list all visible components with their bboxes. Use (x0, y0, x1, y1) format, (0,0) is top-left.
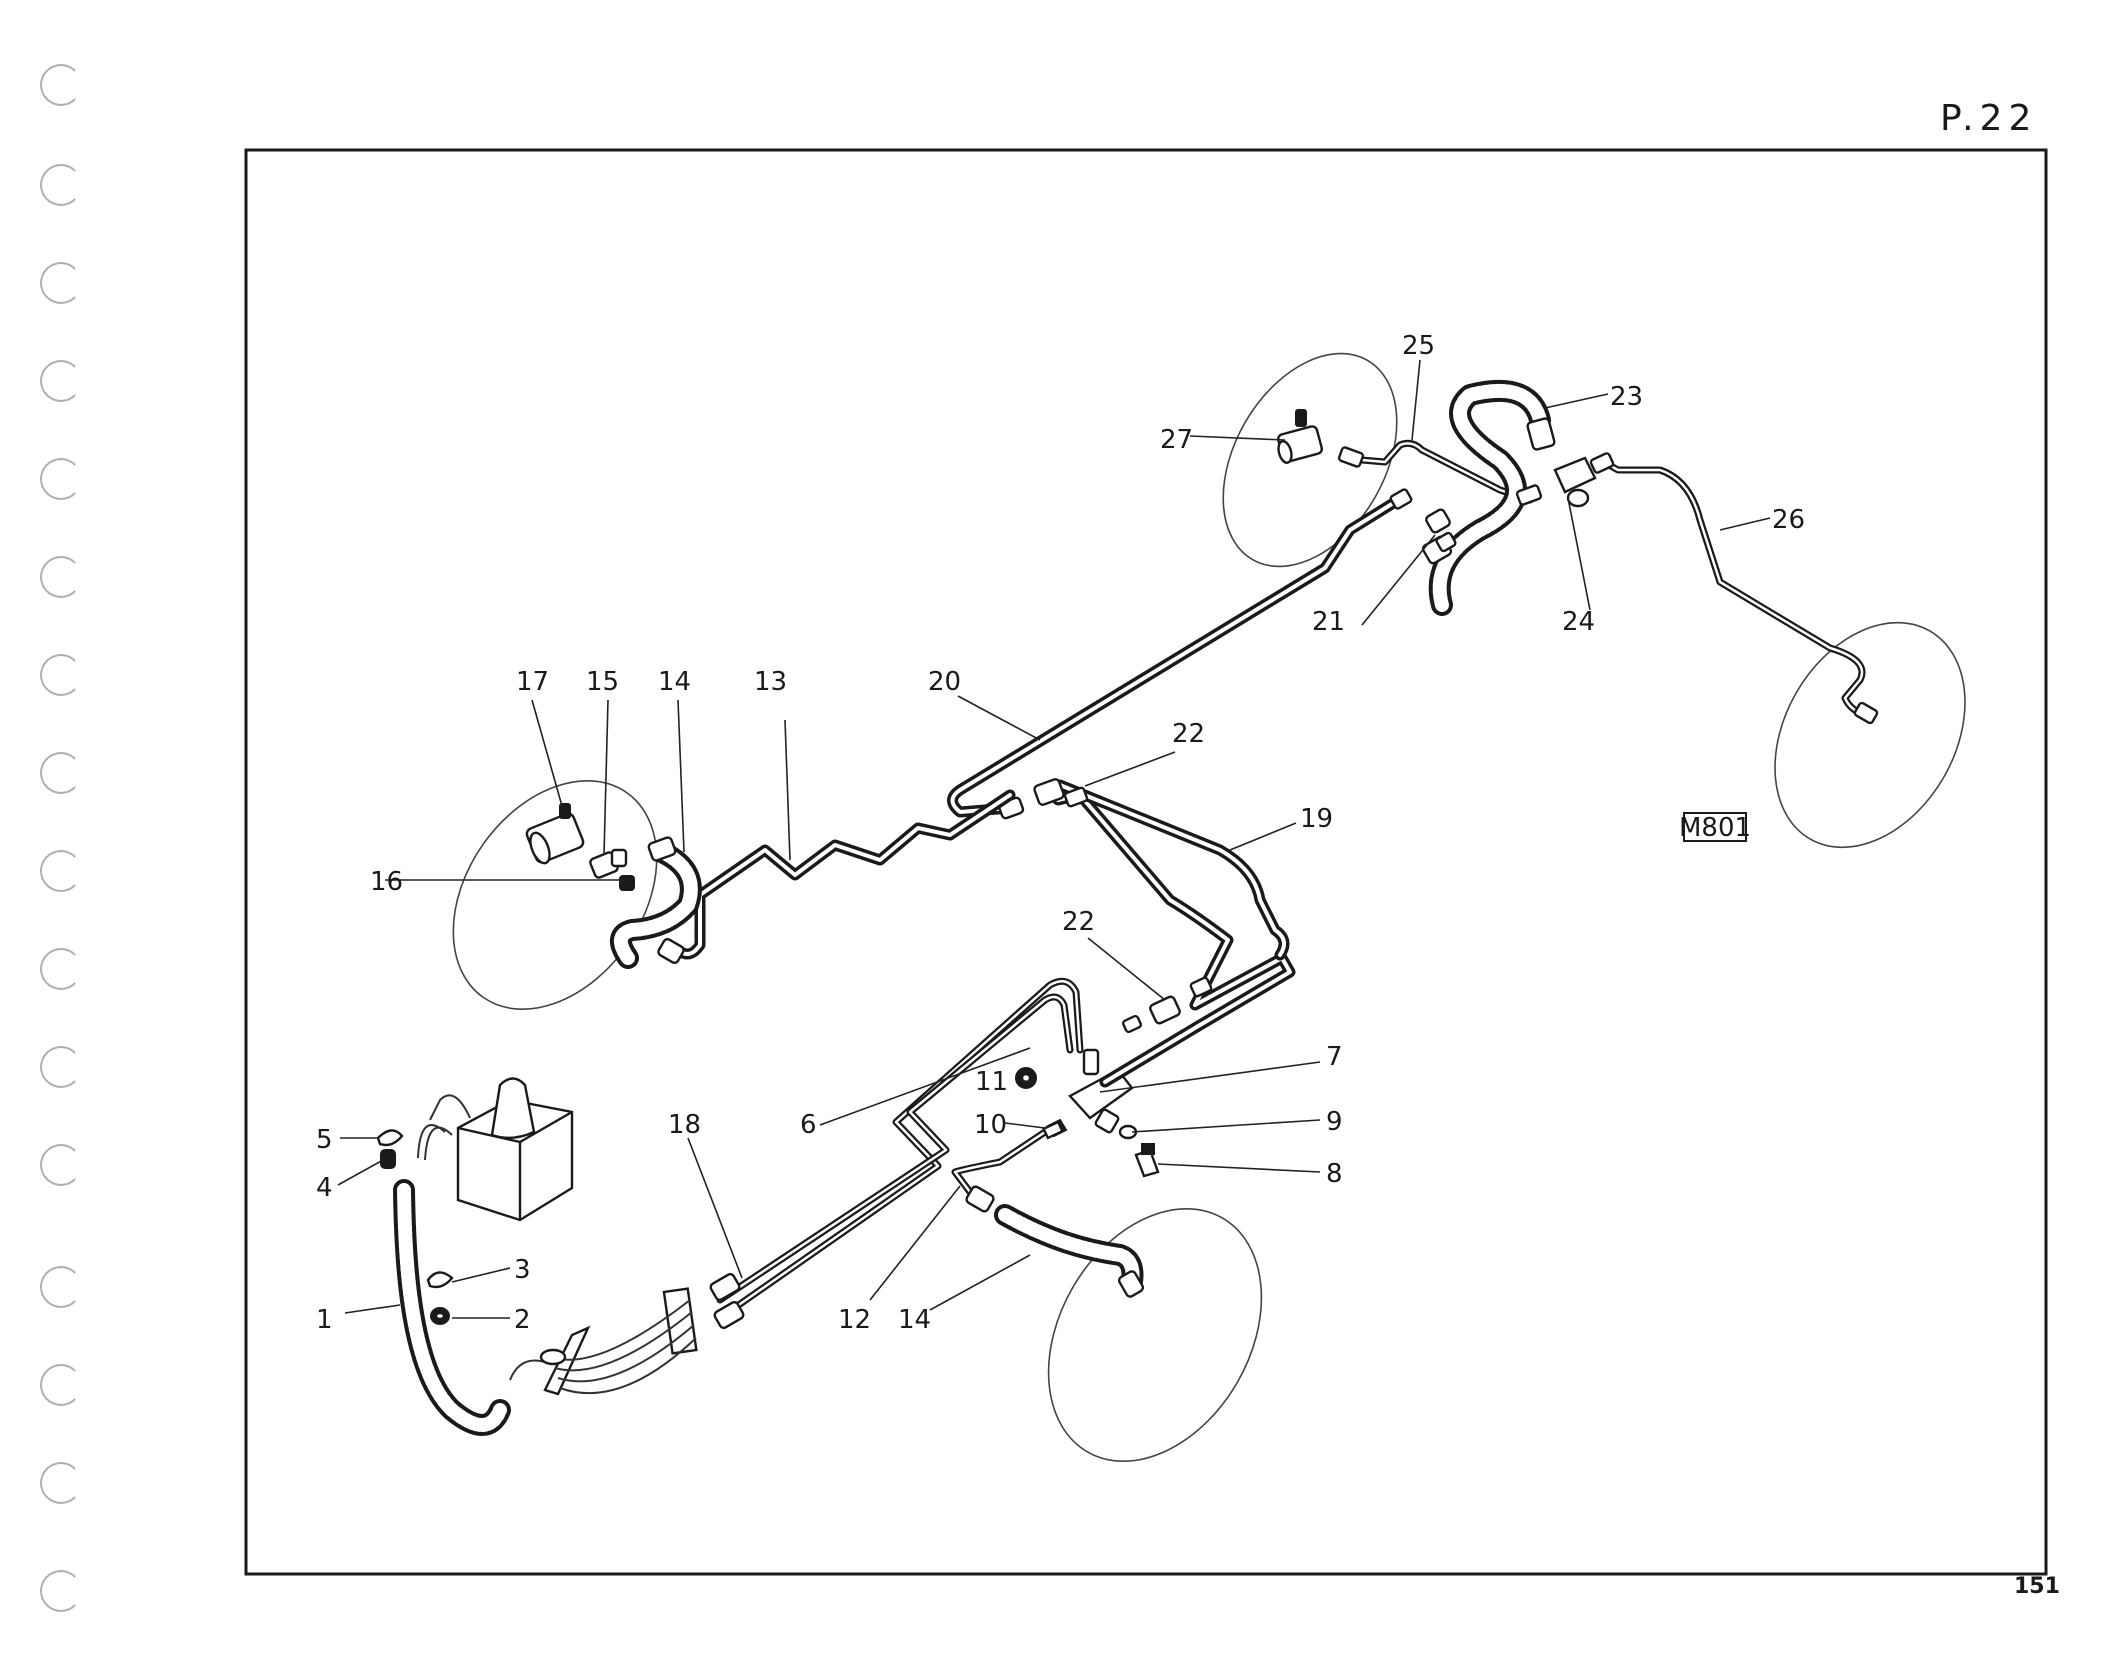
brake-pipe-19 (1052, 789, 1296, 1088)
binder-hole (40, 1144, 82, 1186)
diagram-code-label: M801 (1679, 812, 1751, 843)
callout-23: 23 (1610, 382, 1643, 412)
binder-hole (40, 360, 82, 402)
callout-17: 17 (516, 667, 549, 697)
brake-hose-14-upper (610, 836, 702, 969)
binder-hole (40, 752, 82, 794)
front-left-wheel-outline (452, 780, 658, 1010)
tee-union-24 (1515, 456, 1597, 508)
hose-clip-2 (430, 1307, 450, 1325)
callout-7: 7 (1326, 1042, 1343, 1072)
binder-holes (0, 0, 110, 1653)
rear-left-wheel-outline (1047, 1208, 1263, 1462)
pipe-connector-22-lower (1122, 976, 1213, 1034)
binder-hole (40, 850, 82, 892)
callout-24: 24 (1562, 607, 1595, 637)
page-reference: P.22 (1940, 98, 2038, 139)
brake-pipe-12 (951, 1128, 1049, 1196)
callout-labels: 1 2 3 4 5 6 7 8 9 10 11 12 13 14 14 15 1… (316, 331, 1805, 1335)
reservoir-feed-hose (393, 1179, 511, 1436)
wheel-cylinder-27 (1276, 409, 1324, 464)
binder-hole (40, 654, 82, 696)
wheel-cylinder-17 (525, 803, 585, 865)
binder-hole (40, 1364, 82, 1406)
nut-11 (1015, 1067, 1037, 1089)
binder-hole (40, 1266, 82, 1308)
callout-21: 21 (1312, 607, 1345, 637)
brake-pipe-13 (672, 789, 1016, 960)
callout-27: 27 (1160, 425, 1193, 455)
brake-hose-14-lower (965, 1185, 1145, 1298)
binder-hole (40, 458, 82, 500)
binder-hole (40, 1046, 82, 1088)
callout-3: 3 (514, 1255, 531, 1285)
clip-5 (376, 1129, 404, 1147)
banjo-bolt-8 (1134, 1143, 1160, 1178)
banjo-bolt-16 (619, 875, 635, 891)
pipe-connector-22-upper (1033, 778, 1089, 808)
callout-14-lower: 14 (898, 1305, 931, 1335)
grommet-4 (380, 1149, 396, 1169)
brake-pipe-20 (947, 488, 1413, 820)
binder-hole (40, 1570, 82, 1612)
binder-hole (40, 164, 82, 206)
diagram-frame (244, 148, 2048, 1576)
callout-13: 13 (754, 667, 787, 697)
binder-hole (40, 262, 82, 304)
banjo-union-15 (589, 848, 628, 879)
callout-20: 20 (928, 667, 961, 697)
master-cylinder-pipe-unions (709, 1272, 745, 1330)
binder-hole (40, 948, 82, 990)
callout-12: 12 (838, 1305, 871, 1335)
binder-hole (40, 64, 82, 106)
callout-22-upper: 22 (1172, 719, 1205, 749)
callout-15: 15 (586, 667, 619, 697)
callout-5: 5 (316, 1125, 333, 1155)
callout-6: 6 (800, 1110, 817, 1140)
callout-16: 16 (370, 867, 403, 897)
callout-8: 8 (1326, 1159, 1343, 1189)
callout-14-upper: 14 (658, 667, 691, 697)
nut-10 (1042, 1118, 1068, 1140)
callout-19: 19 (1300, 804, 1333, 834)
brake-pipe-19-outer-run (1054, 779, 1290, 961)
callout-18: 18 (668, 1110, 701, 1140)
callout-22-lower: 22 (1062, 907, 1095, 937)
main-brake-pipe-6 (716, 977, 1084, 1322)
front-right-wheel-outline (1222, 352, 1398, 568)
rear-right-wheel-outline (1774, 621, 1966, 849)
leader-lines (337, 359, 1771, 1319)
binder-hole (40, 1462, 82, 1504)
brake-fluid-reservoir (417, 1077, 574, 1222)
callout-26: 26 (1772, 505, 1805, 535)
hose-clip-3 (426, 1271, 454, 1289)
callout-1: 1 (316, 1305, 333, 1335)
diagram-code-text: M801 (1679, 813, 1751, 843)
master-cylinder (509, 1287, 698, 1396)
binder-hole (40, 556, 82, 598)
callout-2: 2 (514, 1305, 531, 1335)
page-number: 151 (2014, 1574, 2060, 1599)
callout-10: 10 (974, 1110, 1007, 1140)
callout-11: 11 (975, 1067, 1008, 1097)
callout-25: 25 (1402, 331, 1435, 361)
callout-9: 9 (1326, 1107, 1343, 1137)
callout-4: 4 (316, 1173, 333, 1203)
pipe-nut-21 (1425, 508, 1457, 553)
brake-pipe-26 (1589, 452, 1879, 725)
brake-pipe-25 (1337, 439, 1534, 504)
